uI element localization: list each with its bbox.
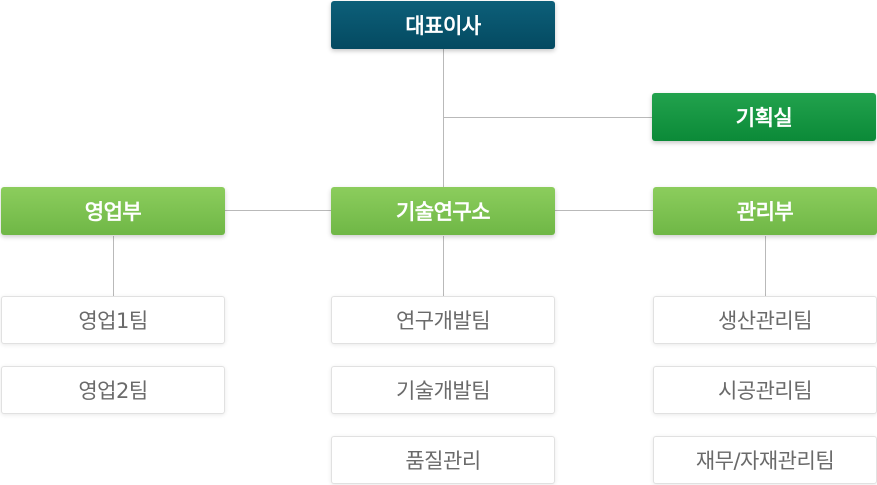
research-teams-connector [443,236,444,296]
rnd-team-box: 연구개발팀 [331,296,555,344]
sales-teams-connector [113,236,114,296]
quality-control-box: 품질관리 [331,436,555,484]
sales-to-research-connector [225,210,331,211]
sales-team-2-box: 영업2팀 [1,366,225,414]
sales-department-box: 영업부 [1,187,225,235]
management-department-box: 관리부 [653,187,877,235]
research-institute-box: 기술연구소 [331,187,555,235]
production-mgmt-team-box: 생산관리팀 [653,296,877,344]
sales-team-1-box: 영업1팀 [1,296,225,344]
construction-mgmt-team-box: 시공관리팀 [653,366,877,414]
planning-connector [443,117,652,118]
ceo-box: 대표이사 [331,1,555,49]
tech-dev-team-box: 기술개발팀 [331,366,555,414]
research-to-management-connector [555,210,653,211]
planning-office-box: 기획실 [652,93,876,141]
management-teams-connector [765,236,766,296]
finance-materials-team-box: 재무/자재관리팀 [653,436,877,484]
